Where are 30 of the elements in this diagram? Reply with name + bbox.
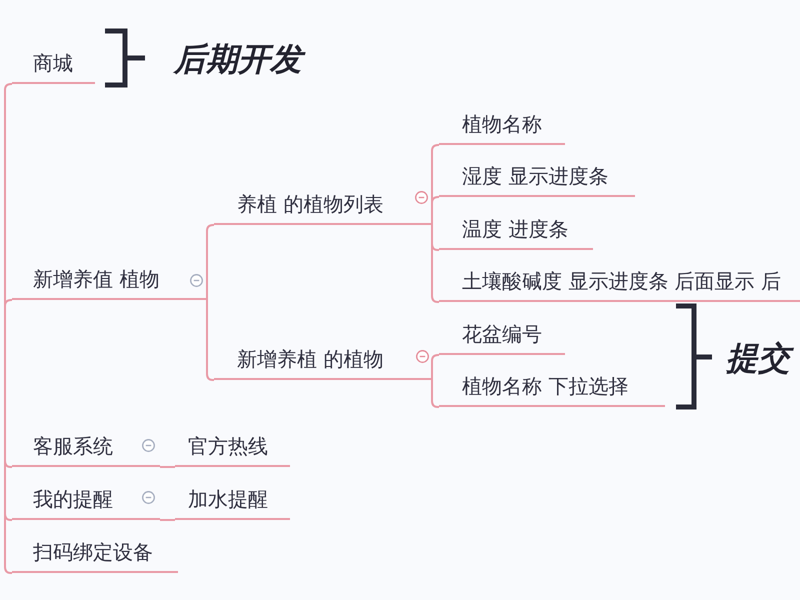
topic-label: 新增养植 的植物	[237, 346, 384, 372]
branch-line	[4, 299, 12, 330]
topic	[439, 268, 800, 302]
topic	[12, 433, 160, 467]
topic-label: 扫码绑定设备	[33, 539, 153, 565]
topic-label: 植物名称 下拉选择	[462, 373, 628, 399]
topic-label: 土壤酸碱度 显示进度条 后面显示 后	[462, 268, 782, 294]
branch-line	[160, 519, 175, 521]
topic	[175, 433, 290, 467]
topic-label: 商城	[33, 50, 73, 76]
topic-label: 湿度 显示进度条	[462, 163, 608, 189]
topic-label: 加水提醒	[188, 486, 268, 512]
topic	[12, 50, 95, 84]
topic-label: 花盆编号	[462, 321, 542, 347]
topic-label: 新增养值 植物	[33, 266, 160, 292]
topic	[214, 346, 432, 380]
topic	[214, 191, 432, 225]
topic	[439, 216, 593, 250]
topic	[12, 266, 207, 300]
topic-label: 客服系统	[33, 433, 113, 459]
branch-line	[160, 466, 175, 468]
topic-label: 植物名称	[462, 111, 542, 137]
branch-line	[431, 196, 440, 225]
topic-label: 我的提醒	[33, 486, 113, 512]
topic-label: 养植 的植物列表	[237, 191, 384, 217]
topic-label: 官方热线	[188, 433, 268, 459]
topic-label: 温度 进度条	[462, 216, 568, 242]
topic	[439, 163, 635, 197]
topic	[439, 321, 565, 355]
topic	[12, 539, 178, 573]
